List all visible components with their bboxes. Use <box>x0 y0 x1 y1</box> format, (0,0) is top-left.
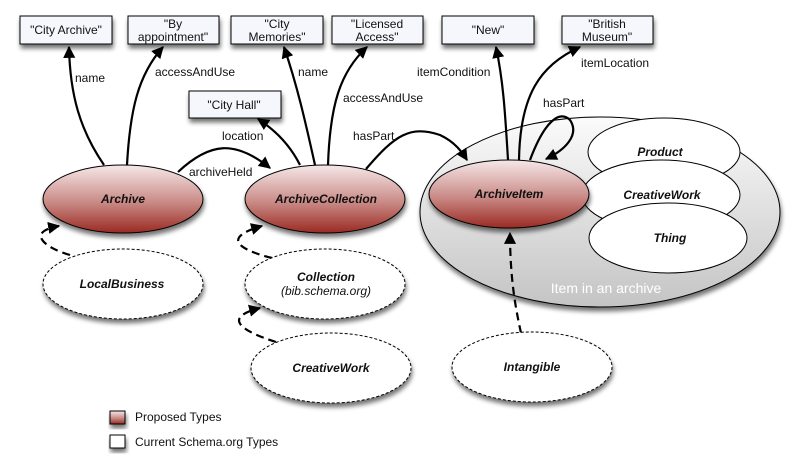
edge-localbusiness-archive <box>39 221 71 257</box>
node-archive-collection-label: ArchiveCollection <box>274 192 377 206</box>
literal-box <box>188 90 282 119</box>
legend-label-current: Current Schema.org Types <box>135 435 278 449</box>
edge-collection-location <box>256 118 301 166</box>
edge-collection-haspart <box>365 130 468 170</box>
edge-archive-access <box>125 46 164 166</box>
node-intangible-shape <box>451 331 613 403</box>
node-local-business[interactable]: LocalBusiness <box>42 248 204 320</box>
literal-text-line2: Access" <box>356 30 399 44</box>
edge-label-accessanduse-1: accessAndUse <box>155 65 235 79</box>
node-collection-sublabel: (bib.schema.org) <box>281 284 371 298</box>
node-thing[interactable]: Thing <box>588 202 748 274</box>
literal-text-line2: appointment" <box>138 30 208 44</box>
edge-item-condition <box>492 45 510 161</box>
node-creative-work-lower-shape <box>250 332 412 404</box>
edge-label-haspart-self: hasPart <box>543 96 585 110</box>
node-intangible[interactable]: Intangible <box>451 331 613 403</box>
edge-item-location <box>517 45 582 161</box>
edge-collection-archivecollection <box>237 223 273 260</box>
literal-british-museum[interactable]: "British Museum" <box>561 15 654 45</box>
literal-text-line2: Memories" <box>249 30 306 44</box>
literal-text: "New" <box>472 23 505 37</box>
legend-item-current: Current Schema.org Types <box>109 434 278 449</box>
edge-collection-access <box>326 46 368 166</box>
edge-label-location: location <box>222 129 263 143</box>
node-intangible-label: Intangible <box>504 360 561 374</box>
edge-label-archiveheld: archiveHeld <box>189 165 252 179</box>
node-archive-collection[interactable]: ArchiveCollection <box>244 164 406 234</box>
node-thing-shape <box>588 202 748 274</box>
literal-text-line1: "City <box>265 17 290 31</box>
node-archive[interactable]: Archive <box>42 164 204 234</box>
literal-city-hall[interactable]: "City Hall" <box>188 90 282 119</box>
node-creative-work-lower-label: CreativeWork <box>292 361 370 375</box>
node-product-label: Product <box>637 145 683 159</box>
node-archive-collection-shape <box>244 164 406 234</box>
node-thing-label: Thing <box>654 231 687 245</box>
edge-label-name-1: name <box>75 71 105 85</box>
node-collection-shape <box>244 248 406 320</box>
edge-label-itemcondition: itemCondition <box>417 65 490 79</box>
node-collection-label: Collection <box>297 270 355 284</box>
edge-label-accessanduse-2: accessAndUse <box>343 91 423 105</box>
literal-box <box>561 15 654 45</box>
literal-text-line2: Museum" <box>582 30 632 44</box>
node-archive-shape <box>42 164 204 234</box>
node-archive-label: Archive <box>100 192 145 206</box>
node-archive-item[interactable]: ArchiveItem <box>428 159 590 229</box>
node-creative-work-inner-label: CreativeWork <box>623 188 701 202</box>
literal-box <box>230 15 324 45</box>
edge-label-haspart-1: hasPart <box>353 129 395 143</box>
edge-archive-held <box>177 147 271 173</box>
literal-city-memories[interactable]: "City Memories" <box>230 15 324 45</box>
legend: Proposed Types Current Schema.org Types <box>109 410 278 449</box>
literal-box <box>127 15 220 45</box>
literal-city-archive[interactable]: "City Archive" <box>19 15 113 45</box>
literal-text-line1: "Licensed <box>351 17 403 31</box>
literal-new[interactable]: "New" <box>441 15 535 45</box>
node-local-business-label: LocalBusiness <box>80 277 165 291</box>
legend-label-proposed: Proposed Types <box>135 410 222 424</box>
edge-archive-name <box>63 45 105 166</box>
legend-swatch-current <box>109 434 126 449</box>
edge-item-haspart-self <box>528 115 575 161</box>
literal-text: "City Hall" <box>207 98 260 112</box>
literal-licensed-access[interactable]: "Licensed Access" <box>331 15 424 45</box>
container-label: Item in an archive <box>551 280 662 296</box>
literal-box <box>331 15 424 45</box>
edge-label-name-2: name <box>298 65 328 79</box>
literal-text: "City Archive" <box>30 23 102 37</box>
legend-swatch-proposed <box>109 410 126 425</box>
edge-intangible-archiveitem <box>503 231 523 334</box>
literal-text-line1: "By <box>164 17 182 31</box>
literal-by-appointment[interactable]: "By appointment" <box>127 15 220 45</box>
node-local-business-shape <box>42 248 204 320</box>
edge-collection-name <box>281 45 317 166</box>
literal-text-line1: "British <box>588 17 626 31</box>
legend-item-proposed: Proposed Types <box>109 410 222 425</box>
node-archive-item-shape <box>428 159 590 229</box>
node-archive-item-label: ArchiveItem <box>474 187 544 201</box>
literal-box <box>19 15 113 45</box>
node-collection[interactable]: Collection (bib.schema.org) <box>244 248 406 320</box>
edge-creativework-collection <box>237 304 277 344</box>
literal-box <box>441 15 535 45</box>
node-creative-work-lower[interactable]: CreativeWork <box>250 332 412 404</box>
edge-label-itemlocation: itemLocation <box>581 56 649 70</box>
